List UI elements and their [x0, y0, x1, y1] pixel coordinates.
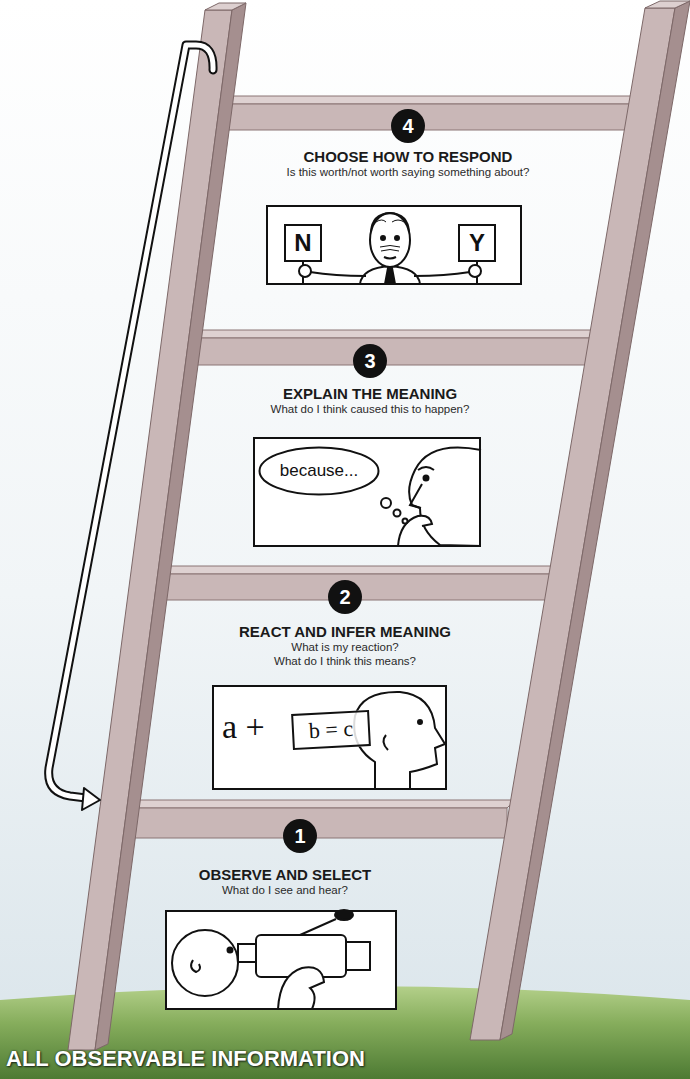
camera-operator-part — [300, 919, 336, 935]
step-number-text: 3 — [353, 344, 387, 378]
step-number-text: 1 — [283, 819, 317, 853]
ladder-rung-part — [140, 566, 560, 574]
step-panel: OBSERVE AND SELECTWhat do I see and hear… — [165, 910, 397, 1010]
panel-fill-part — [266, 205, 522, 285]
equation-text: b = c — [293, 712, 369, 748]
ladder-rail-part — [645, 1, 690, 8]
ground-label: ALL OBSERVABLE INFORMATION — [6, 1046, 365, 1072]
ladder-rung-part — [100, 800, 515, 808]
reflexive-loop-arrow-part — [49, 45, 213, 798]
head-profile-part — [383, 735, 388, 750]
equation-term: a + — [222, 708, 265, 746]
thinking-face-part — [409, 448, 481, 547]
step-heading: CHOOSE HOW TO RESPOND — [178, 148, 638, 165]
circle-shape — [353, 344, 387, 378]
sign-holder-figure-part — [371, 213, 409, 232]
reflexive-loop-arrow-part — [82, 788, 100, 810]
sign-holder-figure-part — [310, 272, 366, 276]
camera-operator — [172, 910, 370, 1009]
thinking-face-part — [398, 516, 432, 546]
thinking-face-part — [403, 519, 408, 524]
head-profile-part — [418, 720, 422, 724]
step-question: What do I think caused this to happen? — [140, 403, 600, 415]
step-number: 1 — [283, 819, 317, 853]
step-heading: REACT AND INFER MEANING — [115, 623, 575, 640]
panel-fill-part — [212, 685, 447, 790]
answer-sign: Y — [458, 224, 496, 262]
thought-text: because... — [258, 446, 380, 496]
circle-shape — [283, 819, 317, 853]
sign-letter: N — [286, 226, 320, 260]
step-panel: EXPLAIN THE MEANINGWhat do I think cause… — [253, 437, 481, 547]
camera-operator-part — [346, 942, 370, 970]
step-number: 3 — [353, 344, 387, 378]
step-number-text: 2 — [328, 580, 362, 614]
thinking-face — [381, 448, 481, 547]
sign-letter: Y — [460, 226, 494, 260]
step-number-text: 4 — [391, 109, 425, 143]
step-number: 2 — [328, 580, 362, 614]
step-panel: CHOOSE HOW TO RESPONDIs this worth/not w… — [266, 205, 522, 285]
thinking-face-part — [394, 510, 401, 517]
step-heading: OBSERVE AND SELECT — [55, 866, 515, 883]
step-question: What is my reaction? — [115, 641, 575, 653]
circle-shape — [328, 580, 362, 614]
thinking-face-part — [418, 467, 434, 470]
sign-holder-figure-part — [384, 257, 396, 259]
step-question: What do I think this means? — [115, 655, 575, 667]
answer-sign: N — [284, 224, 322, 262]
circle-shape — [391, 109, 425, 143]
thought-bubble: because... — [258, 446, 380, 496]
panel-fill-part — [253, 437, 481, 547]
equation-box: b = c — [291, 710, 371, 750]
sign-holder-figure-part — [381, 236, 385, 240]
sign-holder-figure-part — [385, 268, 395, 284]
sign-holder-figure-part — [370, 213, 410, 267]
sign-holder-figure — [299, 213, 481, 284]
ladder-rail-part — [205, 3, 246, 10]
ladder-rung-part — [215, 96, 640, 104]
camera-operator-part — [228, 948, 233, 953]
reflexive-loop-arrow-part — [49, 45, 213, 798]
step-question: What do I see and hear? — [55, 884, 515, 896]
ladder-rung-part — [180, 330, 600, 338]
sign-holder-figure-part — [376, 220, 404, 222]
panel-fill-part — [165, 910, 397, 1010]
sign-holder-figure-part — [380, 246, 400, 252]
step-heading: EXPLAIN THE MEANING — [140, 385, 600, 402]
sign-holder-figure-part — [299, 265, 311, 277]
thinking-face-part — [381, 498, 391, 508]
step-question: Is this worth/not worth saying something… — [178, 166, 638, 178]
thinking-face-part — [424, 476, 429, 481]
sign-holder-figure-part — [360, 266, 420, 284]
sign-holder-figure-part — [395, 236, 399, 240]
reflexive-loop-arrow — [49, 45, 213, 810]
step-number: 4 — [391, 109, 425, 143]
ladder-rail-part — [500, 1, 690, 1040]
camera-operator-part — [191, 960, 200, 972]
camera-operator-part — [172, 930, 238, 996]
sign-holder-figure-part — [469, 265, 481, 277]
sign-holder-figure-part — [414, 272, 470, 276]
camera-operator-part — [278, 967, 324, 1009]
thinking-face-part — [410, 484, 422, 508]
